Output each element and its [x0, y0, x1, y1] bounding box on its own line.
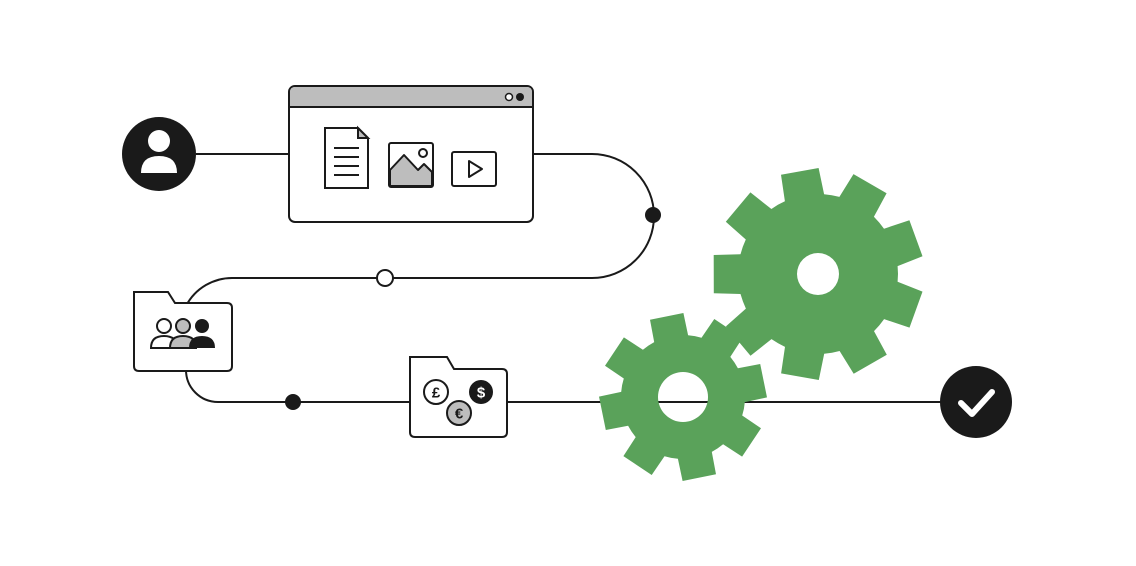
- window-dot-icon: [516, 93, 524, 101]
- team-folder-icon: [133, 291, 233, 372]
- browser-window-icon: [288, 85, 534, 223]
- path-node-filled: [645, 207, 661, 223]
- euro-coin-icon: €: [446, 400, 472, 426]
- play-icon: [451, 151, 497, 187]
- checkmark-icon: [940, 366, 1012, 438]
- path-node-hollow: [376, 269, 394, 287]
- image-icon: [388, 142, 434, 188]
- pound-coin-icon: £: [423, 379, 449, 405]
- connector-loop-left: [185, 369, 410, 403]
- window-dot-icon: [504, 92, 514, 102]
- pound-symbol: £: [432, 385, 441, 402]
- euro-symbol: €: [455, 406, 464, 423]
- gear-icon: [713, 168, 923, 380]
- currency-folder-icon: £ $ €: [409, 356, 508, 438]
- people-icon: [149, 318, 215, 349]
- dollar-coin-icon: $: [469, 380, 493, 404]
- dollar-symbol: $: [477, 385, 486, 402]
- gear-icon: [599, 313, 767, 481]
- user-icon: [122, 117, 196, 191]
- connector-loop-right: [185, 153, 655, 307]
- document-icon: [324, 125, 371, 189]
- path-node-filled: [285, 394, 301, 410]
